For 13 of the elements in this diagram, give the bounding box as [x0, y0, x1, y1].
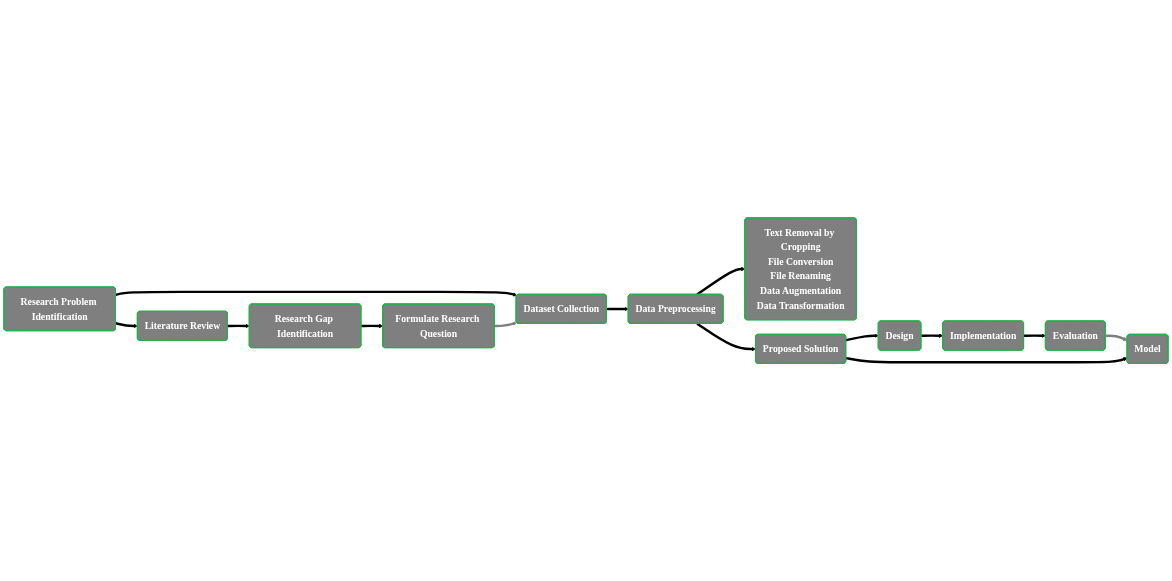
arrow [845, 333, 879, 342]
arrow [361, 323, 384, 328]
arrow [494, 321, 517, 328]
arrow [115, 290, 517, 297]
arrow [1023, 333, 1046, 338]
arrow [845, 356, 1128, 364]
arrow [227, 323, 250, 328]
arrow [606, 306, 629, 311]
arrow [696, 322, 756, 352]
arrow [696, 266, 746, 296]
arrow [921, 333, 944, 338]
arrow [115, 321, 138, 328]
arrow [1105, 334, 1128, 341]
